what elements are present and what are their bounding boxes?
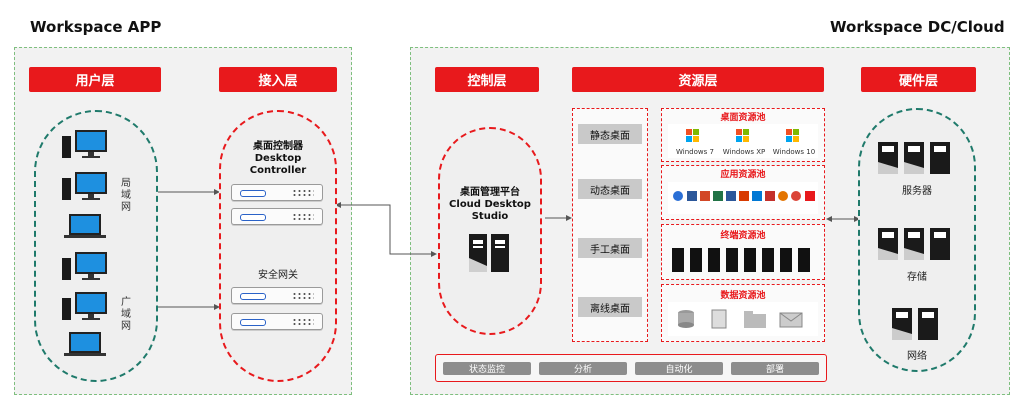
server-icon (904, 142, 924, 174)
bar-analysis: 分析 (539, 362, 627, 375)
desktop-type-static: 静态桌面 (578, 124, 642, 144)
hardware-layer-header: 硬件层 (861, 67, 976, 92)
windows-10-icon (786, 129, 799, 142)
network-icon (918, 308, 938, 340)
studio-label-en-1: Cloud Desktop (449, 199, 531, 210)
storage-rack-icons (878, 228, 950, 260)
studio-label-cn: 桌面管理平台 (460, 187, 520, 198)
mail-icon (779, 312, 803, 328)
controller-label-en-1: Desktop (254, 153, 302, 164)
control-layer-capsule (438, 127, 542, 335)
os-label-win10: Windows 10 (772, 148, 816, 156)
gateway-rack-1 (231, 287, 323, 304)
hardware-network-label: 网络 (907, 351, 927, 362)
user-devices (62, 130, 107, 356)
desktop-controller-label: 桌面控制器 Desktop Controller (219, 141, 337, 177)
control-layer-header: 控制层 (435, 67, 539, 92)
document-icon (711, 309, 727, 329)
windows-7-icon (686, 129, 699, 142)
access-layer-capsule (219, 110, 337, 382)
app-icons (673, 191, 815, 201)
desktop-type-offline: 离线桌面 (578, 297, 642, 317)
bar-deployment: 部署 (731, 362, 819, 375)
desktop-icon (62, 252, 107, 280)
server-icon (469, 234, 509, 272)
hardware-storage-label: 存储 (907, 272, 927, 283)
folder-icon (744, 311, 766, 328)
windows-xp-icon (736, 129, 749, 142)
server-icon (930, 142, 950, 174)
left-title: Workspace APP (30, 18, 162, 36)
thin-client-icons (672, 248, 810, 272)
app-pool-title: 应用资源池 (720, 170, 766, 180)
desktop-type-manual: 手工桌面 (578, 238, 642, 258)
desktop-type-dynamic: 动态桌面 (578, 179, 642, 199)
storage-icon (930, 228, 950, 260)
resource-layer-header: 资源层 (572, 67, 824, 92)
user-layer-header: 用户层 (29, 67, 161, 92)
laptop-icon (64, 214, 106, 238)
network-rack-icons (892, 308, 938, 340)
terminal-pool-title: 终端资源池 (720, 231, 766, 241)
network-icon (892, 308, 912, 340)
database-icon (678, 310, 694, 328)
server-rack-icons (878, 142, 950, 174)
storage-icon (878, 228, 898, 260)
studio-label-en-2: Studio (471, 211, 509, 222)
bar-automation: 自动化 (635, 362, 723, 375)
wan-label: 广域网 (121, 297, 131, 332)
os-label-win7: Windows 7 (676, 148, 714, 156)
controller-label-cn: 桌面控制器 (253, 141, 303, 152)
os-label-winxp: Windows XP (722, 148, 766, 156)
desktop-icon (62, 130, 107, 158)
desktop-icon (62, 172, 107, 200)
data-icons (678, 309, 803, 329)
security-gateway-label: 安全网关 (258, 270, 298, 281)
controller-rack-1 (231, 184, 323, 201)
desktop-pool-title: 桌面资源池 (720, 113, 766, 123)
controller-rack-2 (231, 208, 323, 225)
data-pool-title: 数据资源池 (720, 291, 766, 301)
access-layer-header: 接入层 (219, 67, 337, 92)
access-to-control-arrow (335, 202, 437, 257)
server-icon (878, 142, 898, 174)
lan-label: 局域网 (121, 178, 131, 213)
windows-logos (686, 129, 799, 142)
bar-status-monitor: 状态监控 (443, 362, 531, 375)
storage-icon (904, 228, 924, 260)
cloud-desktop-studio-label: 桌面管理平台 Cloud Desktop Studio (438, 187, 542, 223)
terminal-pool-box (661, 224, 825, 280)
hardware-server-label: 服务器 (902, 186, 932, 197)
laptop-icon (64, 332, 106, 356)
gateway-rack-2 (231, 313, 323, 330)
desktop-icon (62, 292, 107, 320)
right-title: Workspace DC/Cloud (830, 18, 1005, 36)
controller-label-en-2: Controller (249, 165, 307, 176)
